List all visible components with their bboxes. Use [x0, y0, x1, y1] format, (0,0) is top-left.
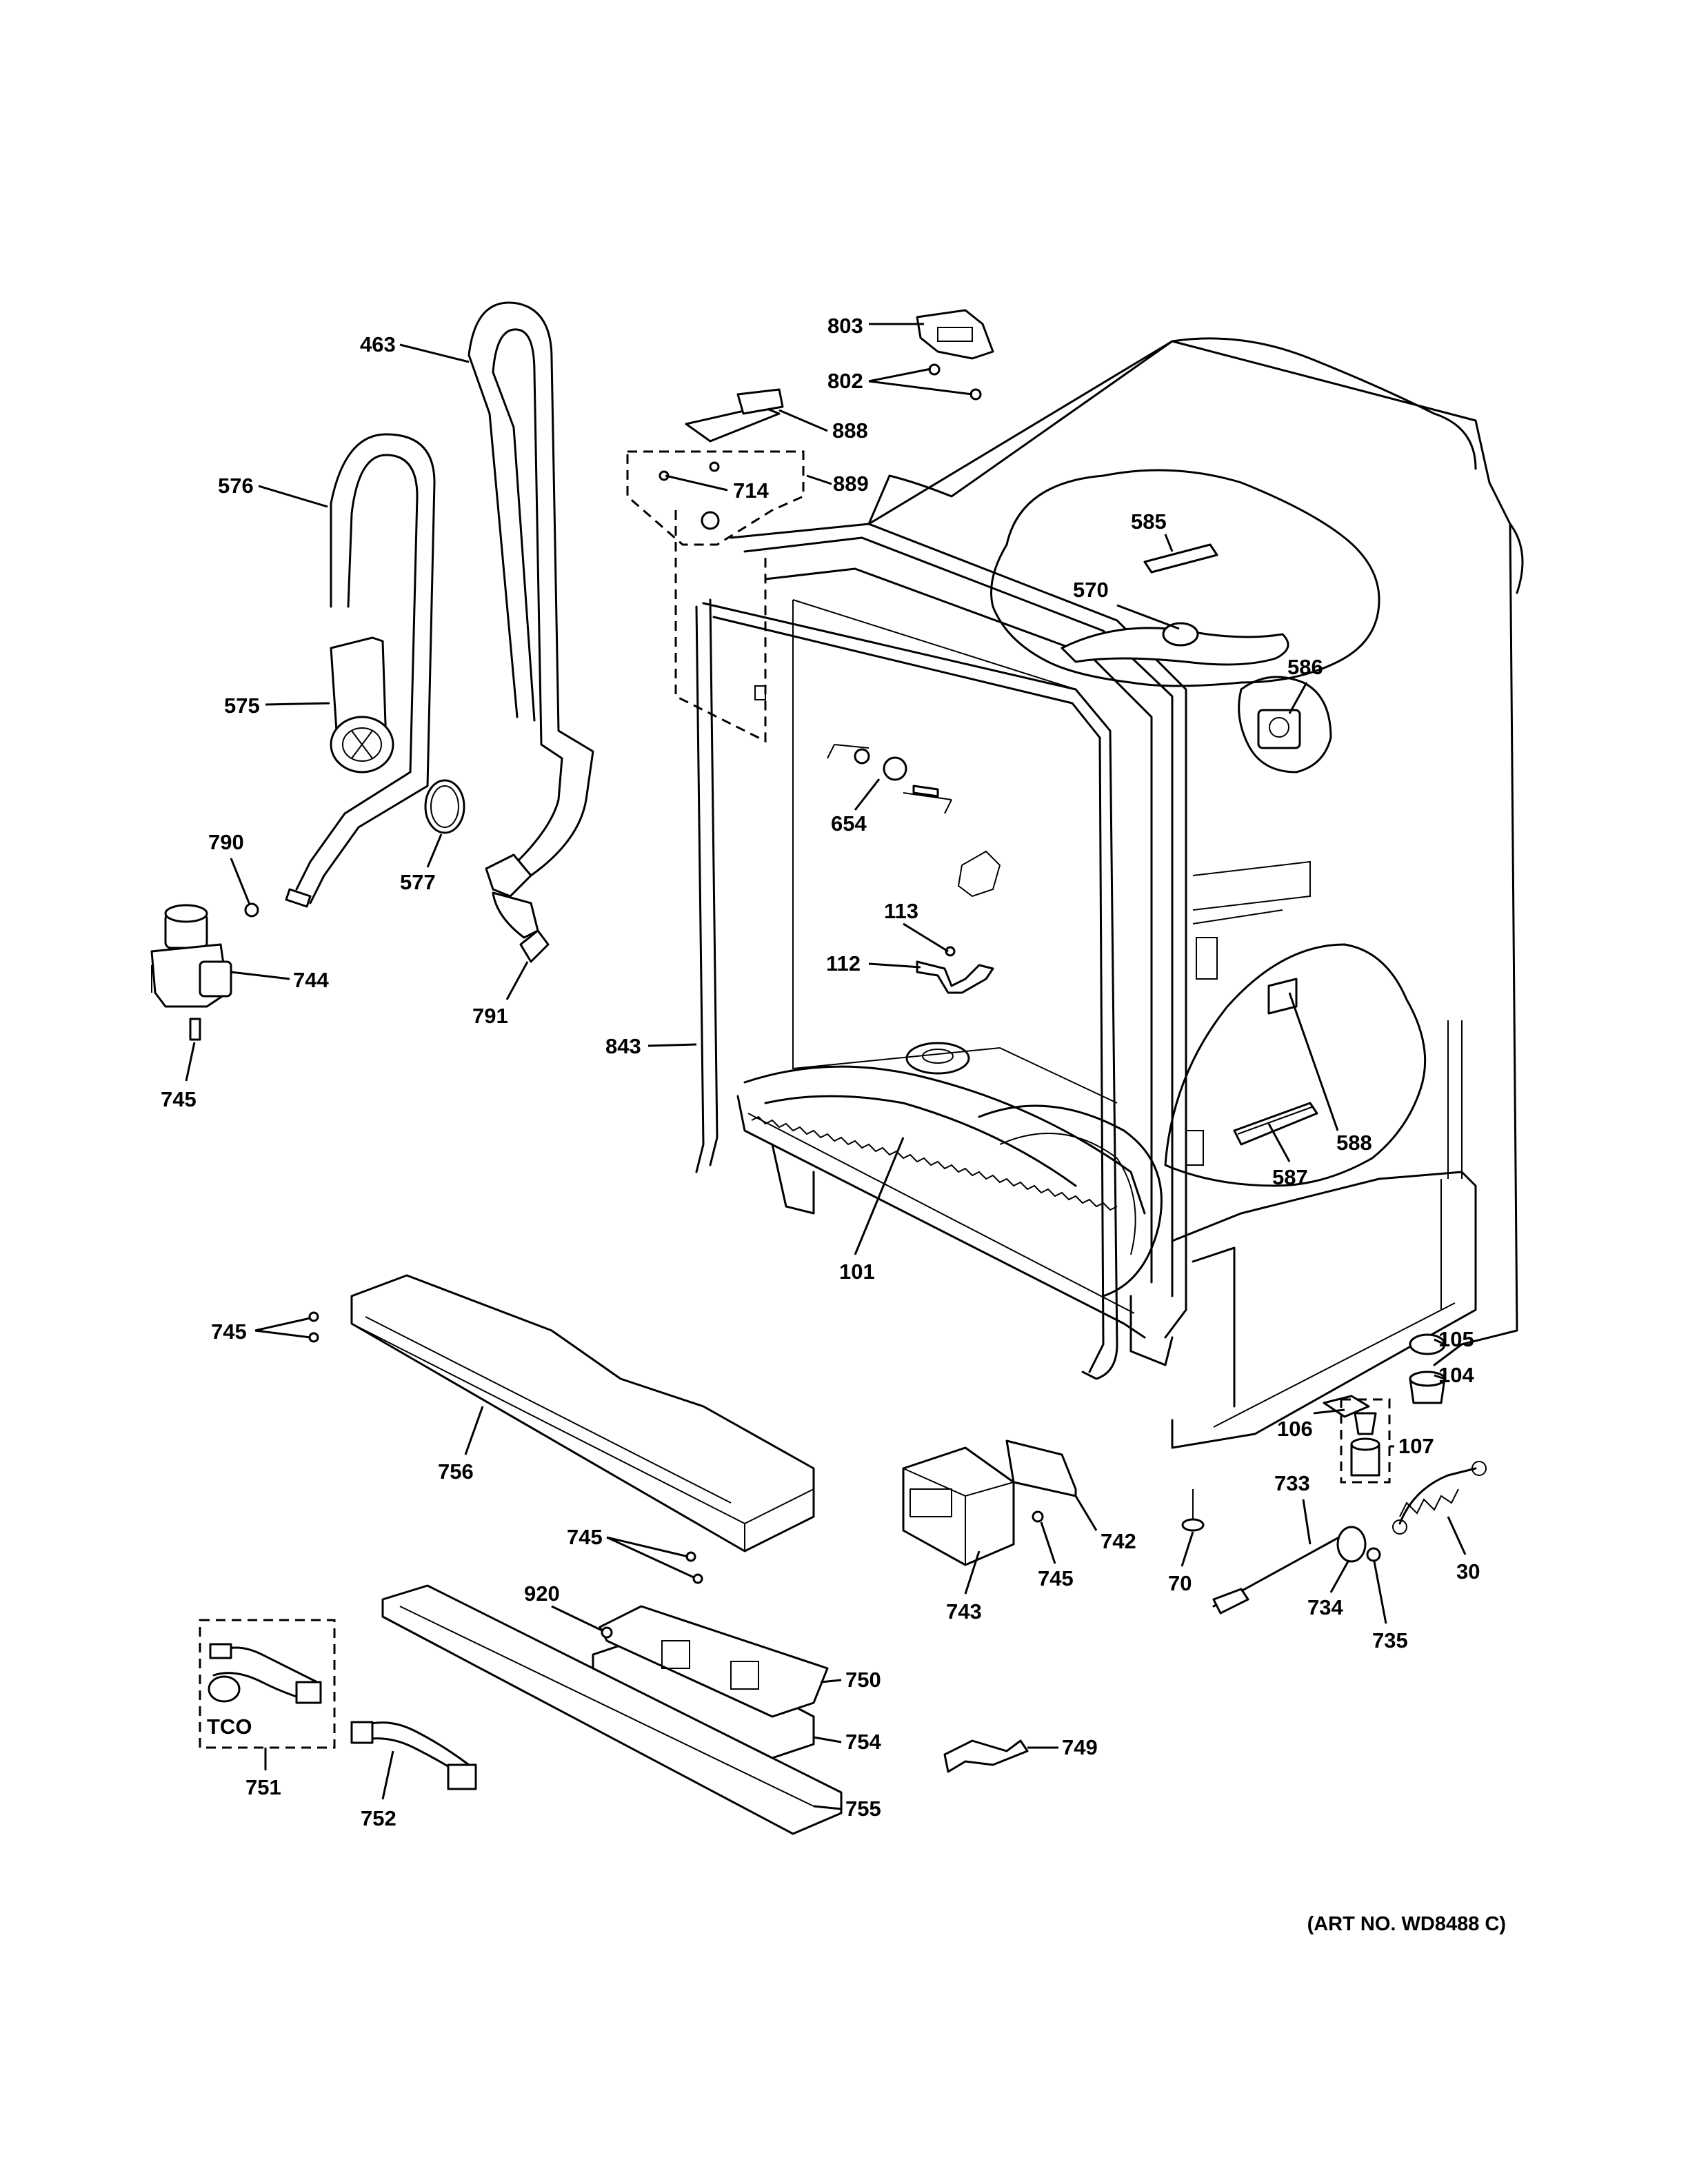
- leader-lines: [185, 323, 1467, 1810]
- tco-label: TCO: [207, 1715, 252, 1739]
- part-label-745c: 745: [567, 1525, 603, 1549]
- part-label-745d: 745: [1038, 1566, 1074, 1590]
- part-label-756: 756: [438, 1459, 474, 1484]
- part-labels: 803 802 888 714 889 463 576 575 577 790 744 745 791 8…: [161, 314, 1480, 1830]
- controls: [381, 1584, 1029, 1835]
- module-743: [902, 1439, 1077, 1566]
- part-label-755: 755: [845, 1797, 881, 1821]
- part-label-113: 113: [884, 899, 918, 923]
- toe-kick-756: [308, 1274, 815, 1584]
- part-label-112: 112: [826, 951, 861, 975]
- door-gasket: [695, 598, 1118, 1380]
- part-label-791: 791: [472, 1004, 508, 1028]
- part-label-888: 888: [832, 418, 868, 443]
- part-label-714: 714: [733, 478, 769, 503]
- part-label-734: 734: [1307, 1595, 1343, 1619]
- part-label-575: 575: [224, 694, 260, 718]
- part-label-70: 70: [1168, 1571, 1192, 1595]
- part-label-104: 104: [1438, 1363, 1474, 1387]
- part-label-101: 101: [839, 1260, 875, 1284]
- bracket-kit-889: [626, 388, 805, 743]
- part-label-30: 30: [1456, 1559, 1480, 1584]
- part-label-742: 742: [1101, 1529, 1136, 1553]
- part-label-588: 588: [1336, 1131, 1372, 1155]
- part-label-743: 743: [946, 1599, 982, 1624]
- water-valve-744: [150, 902, 259, 1041]
- part-label-745a: 745: [161, 1087, 197, 1111]
- part-label-751: 751: [245, 1775, 281, 1799]
- part-label-463: 463: [360, 332, 396, 356]
- part-label-744: 744: [293, 968, 329, 992]
- part-label-576: 576: [218, 474, 254, 498]
- part-label-733: 733: [1274, 1471, 1310, 1495]
- part-label-889: 889: [833, 472, 869, 496]
- part-label-106: 106: [1277, 1417, 1313, 1441]
- part-label-750: 750: [845, 1668, 881, 1692]
- inlet-575: [330, 636, 465, 834]
- tub-assembly: [730, 337, 1524, 1449]
- part-label-754: 754: [845, 1730, 881, 1754]
- part-label-752: 752: [361, 1806, 396, 1830]
- part-label-586: 586: [1287, 655, 1323, 679]
- part-label-587: 587: [1272, 1165, 1308, 1189]
- part-label-105: 105: [1438, 1327, 1474, 1351]
- part-label-654: 654: [831, 811, 867, 836]
- part-label-577: 577: [400, 870, 436, 894]
- hoses: [285, 301, 594, 963]
- part-label-570: 570: [1073, 578, 1109, 602]
- part-label-790: 790: [208, 830, 244, 854]
- small-parts: [1181, 1333, 1487, 1615]
- part-label-802: 802: [827, 369, 863, 393]
- part-label-920: 920: [524, 1581, 560, 1606]
- part-label-735: 735: [1372, 1628, 1408, 1652]
- art-number: (ART NO. WD8488 C): [1307, 1913, 1506, 1935]
- part-label-749: 749: [1062, 1735, 1098, 1759]
- part-label-585: 585: [1131, 509, 1167, 534]
- part-label-803: 803: [827, 314, 863, 338]
- part-label-107: 107: [1398, 1434, 1434, 1458]
- door-latch-803: [916, 309, 994, 401]
- part-label-843: 843: [605, 1034, 641, 1058]
- part-label-745b: 745: [211, 1320, 247, 1344]
- harnesses: [199, 1619, 477, 1790]
